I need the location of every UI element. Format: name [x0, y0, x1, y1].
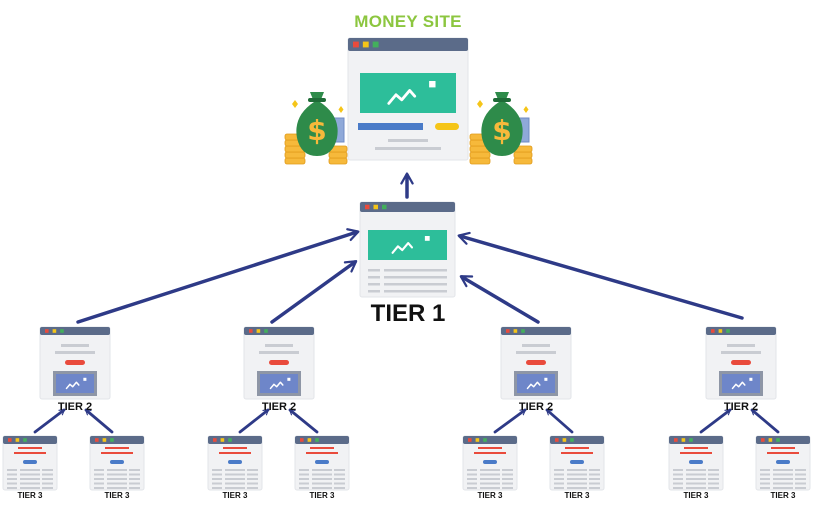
tier2-window — [243, 326, 315, 400]
money-site-label: MONEY SITE — [354, 12, 462, 31]
arrow-up-icon — [750, 408, 780, 434]
tier3-label: TIER 3 — [770, 491, 796, 500]
tier3-label: TIER 3 — [477, 491, 503, 500]
tier2-label: TIER 2 — [518, 401, 554, 413]
money-bag-icon: $ — [469, 92, 533, 165]
arrow-up-icon — [84, 408, 114, 434]
arrow-up-icon — [459, 275, 540, 324]
arrow-up-icon — [270, 260, 358, 324]
image-placeholder-icon — [368, 230, 447, 260]
arrow-up-icon — [33, 408, 66, 434]
money-bag-icon: $ — [284, 92, 348, 165]
arrow-up-icon — [493, 408, 527, 434]
image-placeholder-icon — [56, 374, 94, 393]
tier3-label: TIER 3 — [564, 491, 590, 500]
tier3-window — [462, 435, 518, 491]
tier3-window — [668, 435, 724, 491]
tier2-label: TIER 2 — [57, 401, 93, 413]
tier3-label: TIER 3 — [222, 491, 248, 500]
tier2-window — [705, 326, 777, 400]
tier2-label: TIER 2 — [261, 401, 297, 413]
arrow-up-icon — [76, 228, 360, 324]
arrow-up-icon — [238, 408, 270, 434]
tier3-label: TIER 3 — [104, 491, 130, 500]
tier3-window — [207, 435, 263, 491]
svg-text:$: $ — [307, 114, 326, 147]
tier3-window — [2, 435, 58, 491]
tier2-window — [500, 326, 572, 400]
tier3-window — [294, 435, 350, 491]
site-nodes: $$ — [2, 37, 811, 491]
image-placeholder-icon — [722, 374, 760, 393]
image-placeholder-icon — [260, 374, 298, 393]
arrow-up-icon — [699, 408, 732, 434]
money-site-window — [347, 37, 469, 161]
tier3-window — [89, 435, 145, 491]
tier3-window — [755, 435, 811, 491]
tier3-label: TIER 3 — [17, 491, 43, 500]
arrow-up-icon — [545, 408, 574, 434]
image-placeholder-icon — [517, 374, 555, 393]
svg-text:$: $ — [492, 114, 511, 147]
tier1-window — [359, 201, 456, 298]
image-placeholder-icon — [360, 73, 456, 113]
link-arrows — [33, 172, 780, 434]
tier1-label: TIER 1 — [370, 300, 446, 327]
tier3-label: TIER 3 — [683, 491, 709, 500]
tier3-label: TIER 3 — [309, 491, 335, 500]
arrow-up-icon — [457, 231, 744, 320]
tier3-window — [549, 435, 605, 491]
arrow-up-icon — [288, 408, 319, 434]
tier2-window — [39, 326, 111, 400]
tier2-label: TIER 2 — [723, 401, 759, 413]
